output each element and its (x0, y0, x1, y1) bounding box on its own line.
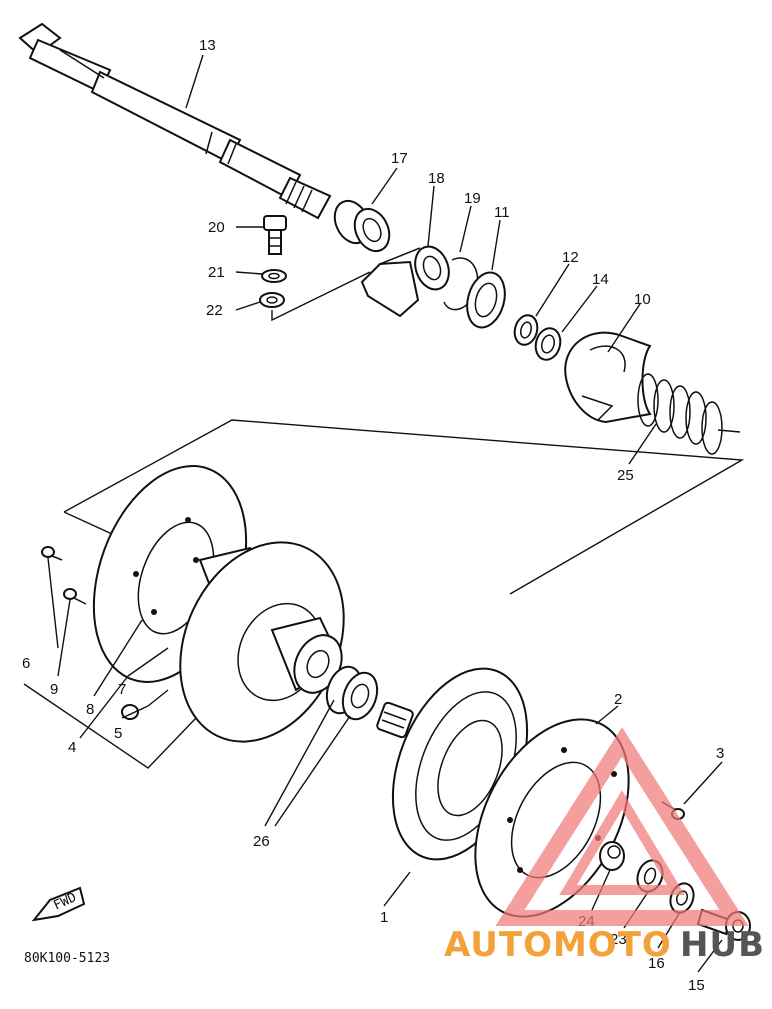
label-15: 15 (688, 977, 705, 994)
watermark-text-automoto: AUTOMOTO (444, 925, 672, 965)
shim-11 (466, 271, 506, 329)
label-6: 6 (22, 655, 30, 672)
bolt-6 (41, 546, 63, 561)
label-13: 13 (199, 37, 216, 54)
label-1: 1 (380, 909, 388, 926)
label-9: 9 (50, 681, 58, 698)
bracket (360, 245, 450, 318)
spring (637, 373, 741, 455)
washer-22 (259, 292, 285, 308)
watermark-logo (495, 727, 749, 926)
label-2: 2 (614, 691, 622, 708)
label-21: 21 (208, 264, 225, 281)
label-3: 3 (716, 745, 724, 762)
bearing (333, 199, 391, 253)
washer-14 (534, 327, 562, 361)
label-26: 26 (253, 833, 270, 850)
spacer-24 (599, 841, 625, 871)
sheave-front-disc (179, 541, 345, 743)
group-outline (63, 271, 745, 595)
bolt-20 (263, 215, 287, 255)
label-14: 14 (592, 271, 609, 288)
label-7: 7 (118, 681, 126, 698)
drawing-code: 80K100-5123 (24, 951, 110, 966)
label-12: 12 (562, 249, 579, 266)
label-22: 22 (206, 302, 223, 319)
label-5: 5 (114, 725, 122, 742)
part-labels: 13 17 18 19 11 20 21 22 12 14 10 25 6 9 … (22, 37, 724, 994)
label-16: 16 (648, 955, 665, 972)
washer-21 (261, 269, 287, 283)
watermark-text-hub: HUB (680, 925, 765, 965)
label-8: 8 (86, 701, 94, 718)
shaft (18, 22, 332, 220)
watermark-text: AUTOMOTO HUB (444, 925, 765, 965)
label-20: 20 (208, 219, 225, 236)
label-4: 4 (68, 739, 76, 756)
collar (325, 665, 379, 721)
label-23: 23 (610, 931, 627, 948)
label-17: 17 (391, 150, 408, 167)
label-10: 10 (634, 291, 651, 308)
bolt-9 (63, 588, 87, 605)
label-19: 19 (464, 190, 481, 207)
fwd-arrow: FWD (31, 886, 86, 922)
washer-12 (513, 314, 539, 346)
label-18: 18 (428, 170, 445, 187)
label-11: 11 (494, 204, 510, 221)
label-25: 25 (617, 467, 634, 484)
cam (564, 331, 652, 424)
